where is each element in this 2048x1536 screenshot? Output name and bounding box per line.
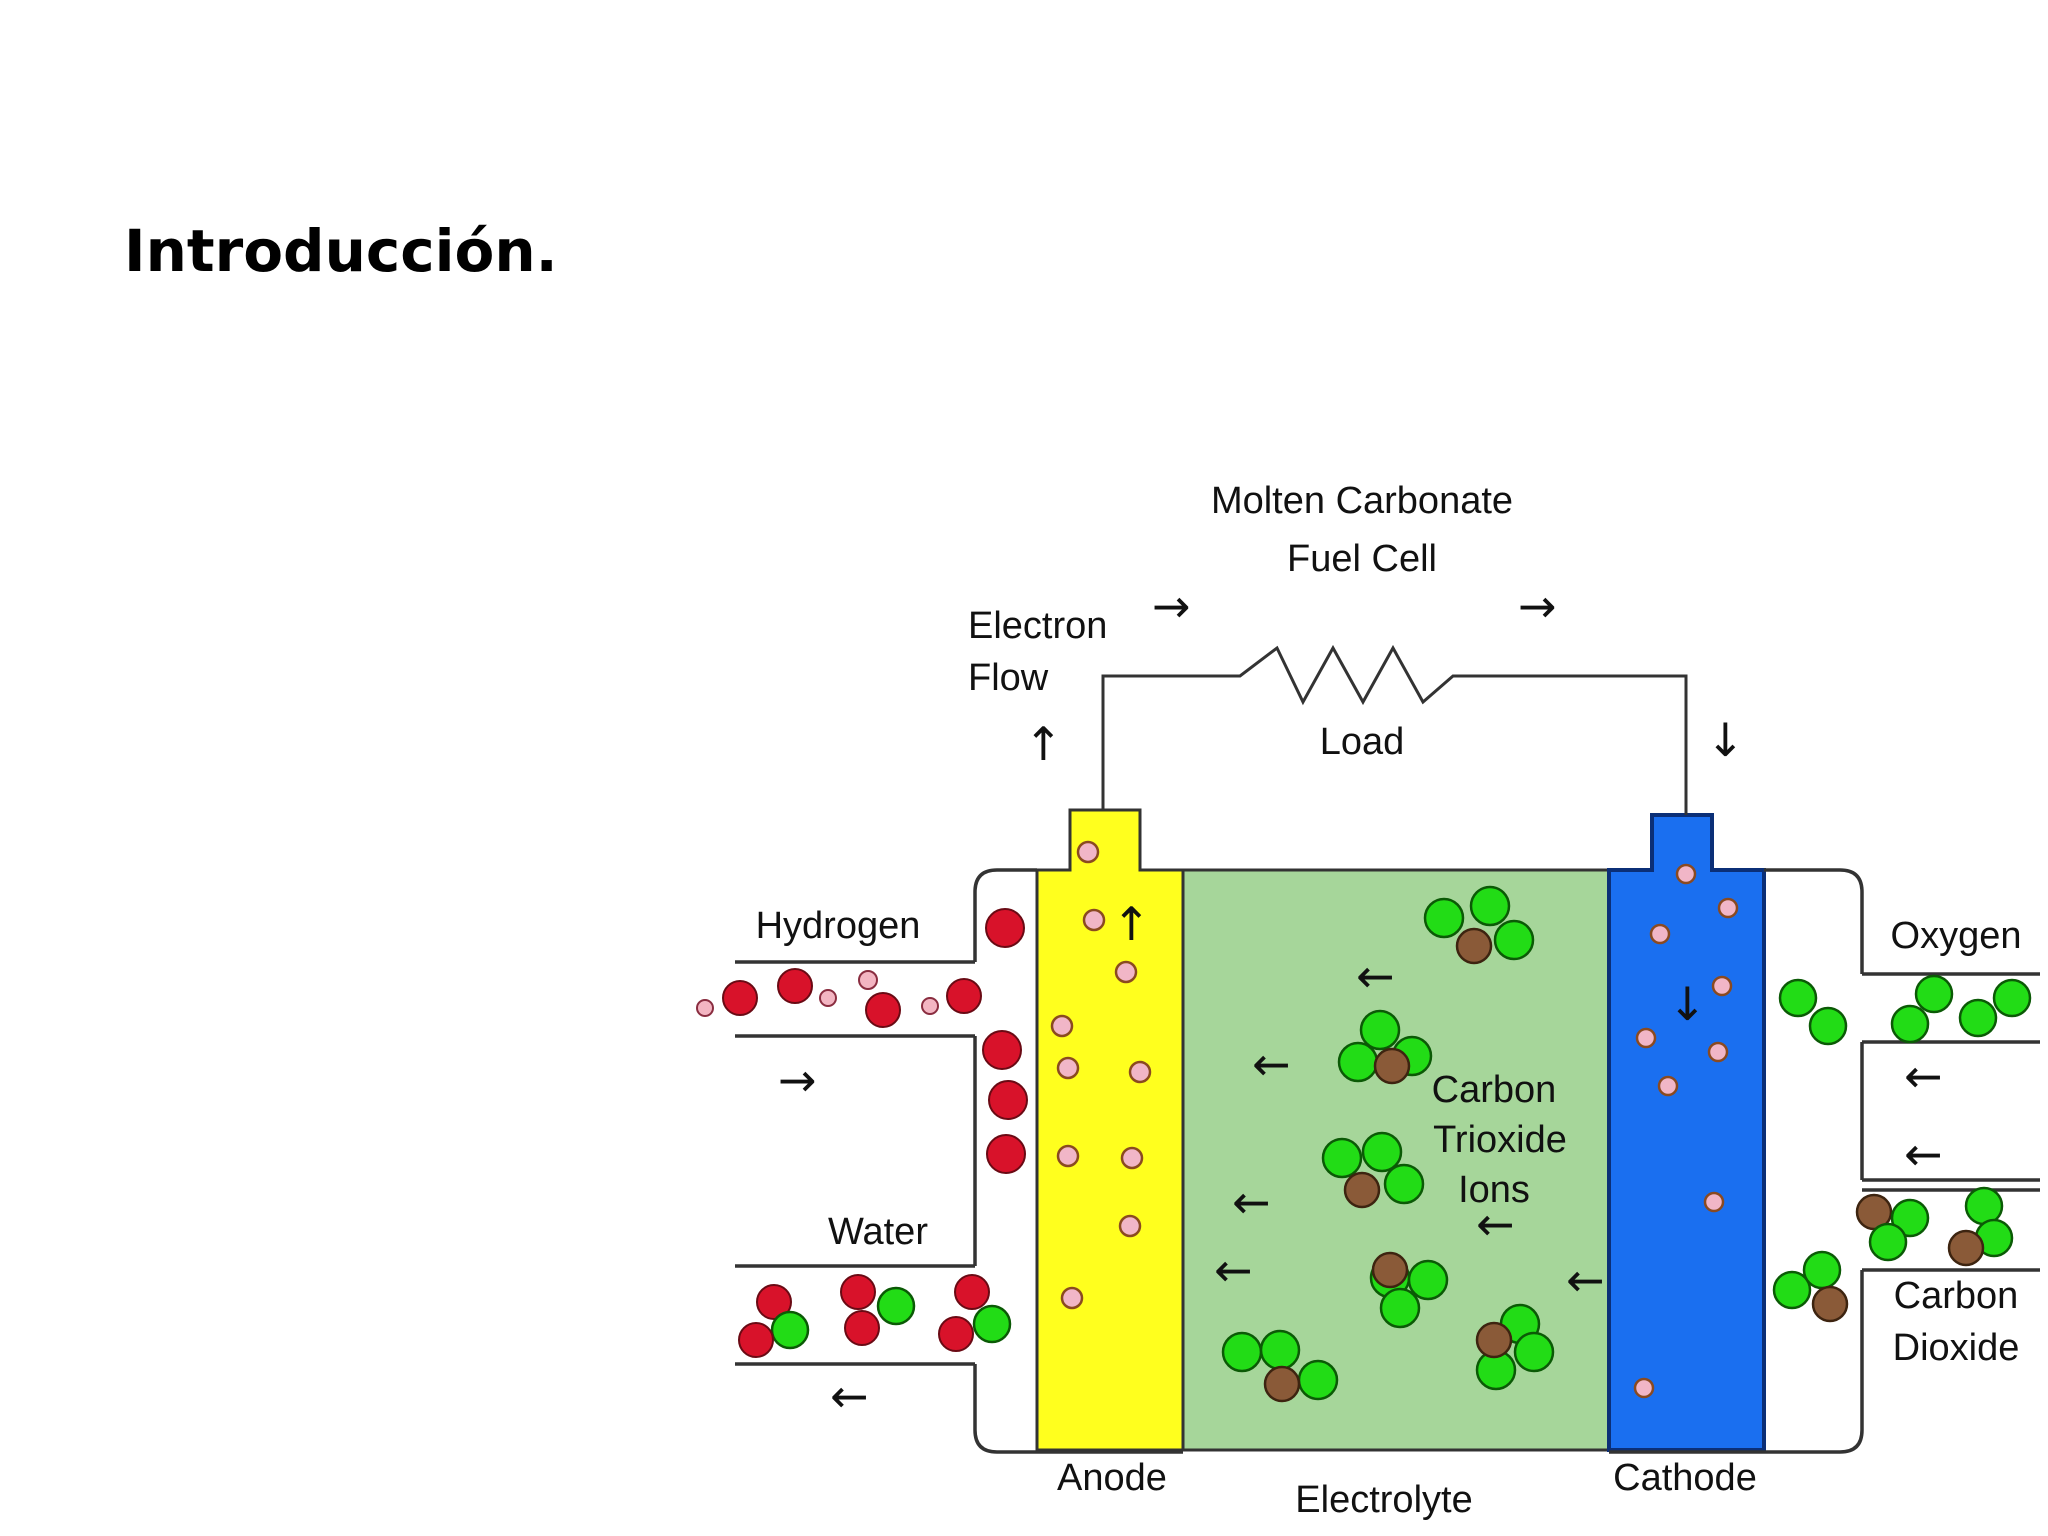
hydrogen-inlet-pipe <box>735 960 975 1038</box>
cathode-arrow-down: ↓ <box>1668 977 1707 1031</box>
anode-electrode <box>1035 808 1185 1452</box>
electron-flow-label-line2: Flow <box>968 657 1049 699</box>
housing-left <box>973 868 1037 962</box>
water-outflow-arrow: ← <box>830 1369 869 1423</box>
hydrogen-inflow-arrow: → <box>778 1053 817 1107</box>
carbon-dioxide-molecules <box>1772 1186 2014 1323</box>
ions-label-line2: Trioxide <box>1433 1119 1567 1161</box>
ions-label-line1: Carbon <box>1432 1069 1557 1111</box>
anode-arrow-up: ↑ <box>1112 897 1151 951</box>
electron-arrow-right-1: → <box>1152 579 1191 633</box>
ion-arrow-4: ← <box>1476 1197 1515 1251</box>
co2-inflow-arrow: ← <box>1904 1127 1943 1181</box>
slide-title: Introducción. <box>124 217 558 285</box>
cathode-electrode <box>1607 813 1766 1452</box>
cathode-electrons <box>1633 863 1739 1399</box>
circuit-wire <box>1101 644 1688 815</box>
electron-arrow-right-2: → <box>1518 579 1557 633</box>
water-molecules <box>738 1274 1012 1358</box>
electrolyte-label: Electrolyte <box>1295 1479 1472 1521</box>
co2-inlet-pipe <box>1862 1188 2040 1272</box>
water-label: Water <box>828 1211 928 1253</box>
anode-electrons <box>1050 840 1152 1310</box>
electron-flow-label-line1: Electron <box>968 605 1107 647</box>
oxygen-molecules <box>1778 974 2032 1046</box>
cathode-label: Cathode <box>1613 1457 1757 1499</box>
ions-label-line3: Ions <box>1458 1169 1530 1211</box>
carbonate-ions <box>1221 885 1555 1403</box>
hydrogen-label: Hydrogen <box>756 905 921 947</box>
electron-arrow-down: ↓ <box>1706 713 1745 767</box>
housing-right-low <box>1764 1270 1864 1454</box>
ion-arrow-1: ← <box>1356 949 1395 1003</box>
oxygen-label: Oxygen <box>1891 915 2022 957</box>
anode-label: Anode <box>1057 1457 1167 1499</box>
load-label: Load <box>1320 721 1405 763</box>
oxygen-inflow-arrow: ← <box>1904 1049 1943 1103</box>
ion-arrow-5: ← <box>1214 1243 1253 1297</box>
ion-arrow-2: ← <box>1252 1037 1291 1091</box>
housing-left-low <box>973 1364 1037 1454</box>
ion-arrow-6: ← <box>1566 1253 1605 1307</box>
oxygen-inlet-pipe <box>1860 972 2040 1182</box>
carbon-dioxide-label-line2: Dioxide <box>1893 1327 2020 1369</box>
electron-arrow-up: ↑ <box>1024 717 1063 771</box>
diagram-title-line2: Fuel Cell <box>1287 538 1437 580</box>
hydrogen-molecules <box>696 908 1028 1174</box>
water-outlet-pipe <box>735 1264 975 1366</box>
ion-arrow-3: ← <box>1232 1175 1271 1229</box>
housing-right <box>1764 868 1864 974</box>
carbon-dioxide-label-line1: Carbon <box>1894 1275 2019 1317</box>
diagram-title-line1: Molten Carbonate <box>1211 480 1513 522</box>
